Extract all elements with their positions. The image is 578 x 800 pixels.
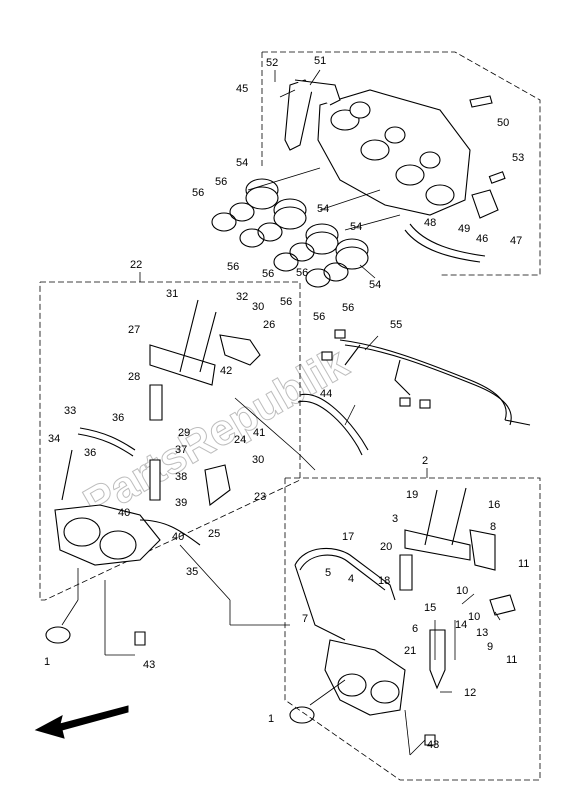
callout-label: 22: [130, 259, 142, 271]
callout-label: 15: [424, 602, 436, 614]
callout-label: 21: [404, 645, 416, 657]
intake-joints: [211, 178, 369, 288]
callout-label: 4: [348, 573, 354, 585]
callout-label: 54: [369, 279, 381, 291]
callout-label: 42: [220, 365, 232, 377]
callout-label: 54: [236, 157, 248, 169]
callout-label: 32: [236, 291, 248, 303]
callout-label: 56: [262, 268, 274, 280]
group-boundaries: [39, 51, 541, 781]
leader-lines: [61, 69, 501, 756]
callout-label: 5: [325, 567, 331, 579]
callout-label: 43: [143, 659, 155, 671]
callout-label: 46: [476, 233, 488, 245]
callout-label: 53: [512, 152, 524, 164]
callout-label: 27: [128, 324, 140, 336]
callout-label: 31: [166, 288, 178, 300]
callout-label: 56: [313, 311, 325, 323]
callout-label: 51: [314, 55, 326, 67]
callout-label: 33: [64, 405, 76, 417]
callout-label: 30: [252, 301, 264, 313]
callout-label: 40: [172, 531, 184, 543]
callout-label: 6: [412, 623, 418, 635]
callout-label: 18: [378, 575, 390, 587]
callout-label: 39: [175, 497, 187, 509]
callout-label: 25: [208, 528, 220, 540]
callout-label: 41: [253, 427, 265, 439]
callout-label: 56: [215, 176, 227, 188]
callout-label: 14: [455, 619, 467, 631]
direction-arrow-icon: [34, 705, 129, 739]
callout-label: 56: [296, 267, 308, 279]
callout-label: 44: [320, 388, 332, 400]
wire-harness: [321, 329, 531, 426]
callout-label: 56: [227, 261, 239, 273]
callout-label: 38: [175, 471, 187, 483]
right-fuel-rail-group: [289, 487, 516, 746]
callout-label: 55: [390, 319, 402, 331]
callout-label: 3: [392, 513, 398, 525]
callout-label: 8: [490, 521, 496, 533]
callout-label: 12: [464, 687, 476, 699]
callout-label: 13: [476, 627, 488, 639]
callout-label: 24: [234, 434, 246, 446]
callout-label: 52: [266, 57, 278, 69]
callout-label: 16: [488, 499, 500, 511]
callout-label: 20: [380, 541, 392, 553]
throttle-body-assembly: [284, 79, 506, 263]
callout-label: 26: [263, 319, 275, 331]
callout-label: 10: [456, 585, 468, 597]
callout-label: 37: [175, 444, 187, 456]
callout-label: 10: [468, 611, 480, 623]
callout-label: 50: [497, 117, 509, 129]
callout-label: 49: [458, 223, 470, 235]
callout-label: 56: [192, 187, 204, 199]
callout-label: 43: [427, 739, 439, 751]
callout-label: 56: [342, 302, 354, 314]
callout-label: 11: [506, 654, 517, 666]
callout-label: 54: [350, 221, 362, 233]
callout-label: 35: [186, 566, 198, 578]
callout-label: 19: [406, 489, 418, 501]
callout-label: 34: [48, 433, 60, 445]
callout-label: 9: [487, 641, 493, 653]
callout-label: 54: [317, 203, 329, 215]
callout-label: 1: [268, 713, 274, 725]
callout-labels: 1 1 2 3 4 5 6 7 8 9 10 10 11 11 12 13 14…: [44, 55, 529, 751]
callout-label: 1: [44, 656, 50, 668]
callout-label: 30: [252, 454, 264, 466]
callout-label: 47: [510, 235, 522, 247]
callout-label: 17: [342, 531, 354, 543]
left-fuel-rail-group: [45, 299, 261, 646]
callout-label: 28: [128, 371, 140, 383]
callout-label: 48: [424, 217, 436, 229]
callout-label: 2: [422, 455, 428, 467]
callout-label: 40: [118, 507, 130, 519]
hose-44: [299, 393, 369, 451]
callout-label: 36: [112, 412, 124, 424]
callout-label: 45: [236, 83, 248, 95]
callout-label: 56: [280, 296, 292, 308]
callout-label: 7: [302, 613, 308, 625]
callout-label: 11: [518, 558, 529, 570]
callout-label: 36: [84, 447, 96, 459]
callout-label: 23: [254, 491, 266, 503]
callout-label: 29: [178, 427, 190, 439]
